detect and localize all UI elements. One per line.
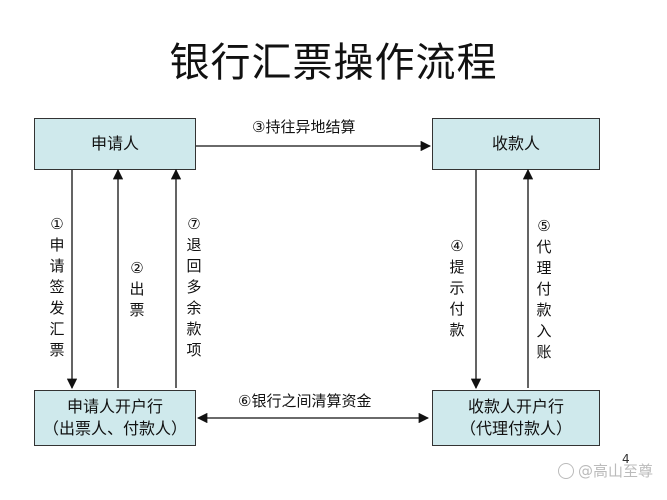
applicant-label: 申请人 bbox=[90, 134, 139, 154]
step1-label: ①申请签发汇票 bbox=[49, 215, 65, 359]
step7-label: ⑦退回多余款项 bbox=[186, 215, 202, 359]
step3-label: ③持往异地结算 bbox=[252, 118, 356, 136]
applicant-node: 申请人 bbox=[34, 118, 196, 170]
step2-label: ②出票 bbox=[129, 259, 145, 319]
step4-label: ④提示付款 bbox=[449, 237, 465, 339]
page-number: 4 bbox=[622, 452, 630, 466]
watermark: @高山至尊 bbox=[557, 460, 653, 481]
payee-node: 收款人 bbox=[432, 118, 600, 170]
page-title: 银行汇票操作流程 bbox=[169, 40, 498, 86]
step5-label: ⑤代理付款入账 bbox=[536, 217, 552, 361]
applicant-bank-label: 申请人开户行 bbox=[66, 397, 163, 417]
payee-label: 收款人 bbox=[491, 134, 540, 154]
applicant-bank-node: 申请人开户行 （出票人、付款人） bbox=[34, 390, 196, 446]
payee-bank-sublabel: （代理付款人） bbox=[459, 419, 572, 438]
payee-bank-node: 收款人开户行 （代理付款人） bbox=[432, 390, 600, 446]
applicant-bank-sublabel: （出票人、付款人） bbox=[42, 419, 187, 438]
watermark-text: @高山至尊 bbox=[577, 462, 653, 480]
watermark-logo-icon bbox=[557, 462, 574, 479]
step6-label: ⑥银行之间清算资金 bbox=[238, 392, 372, 410]
payee-bank-label: 收款人开户行 bbox=[467, 397, 564, 417]
